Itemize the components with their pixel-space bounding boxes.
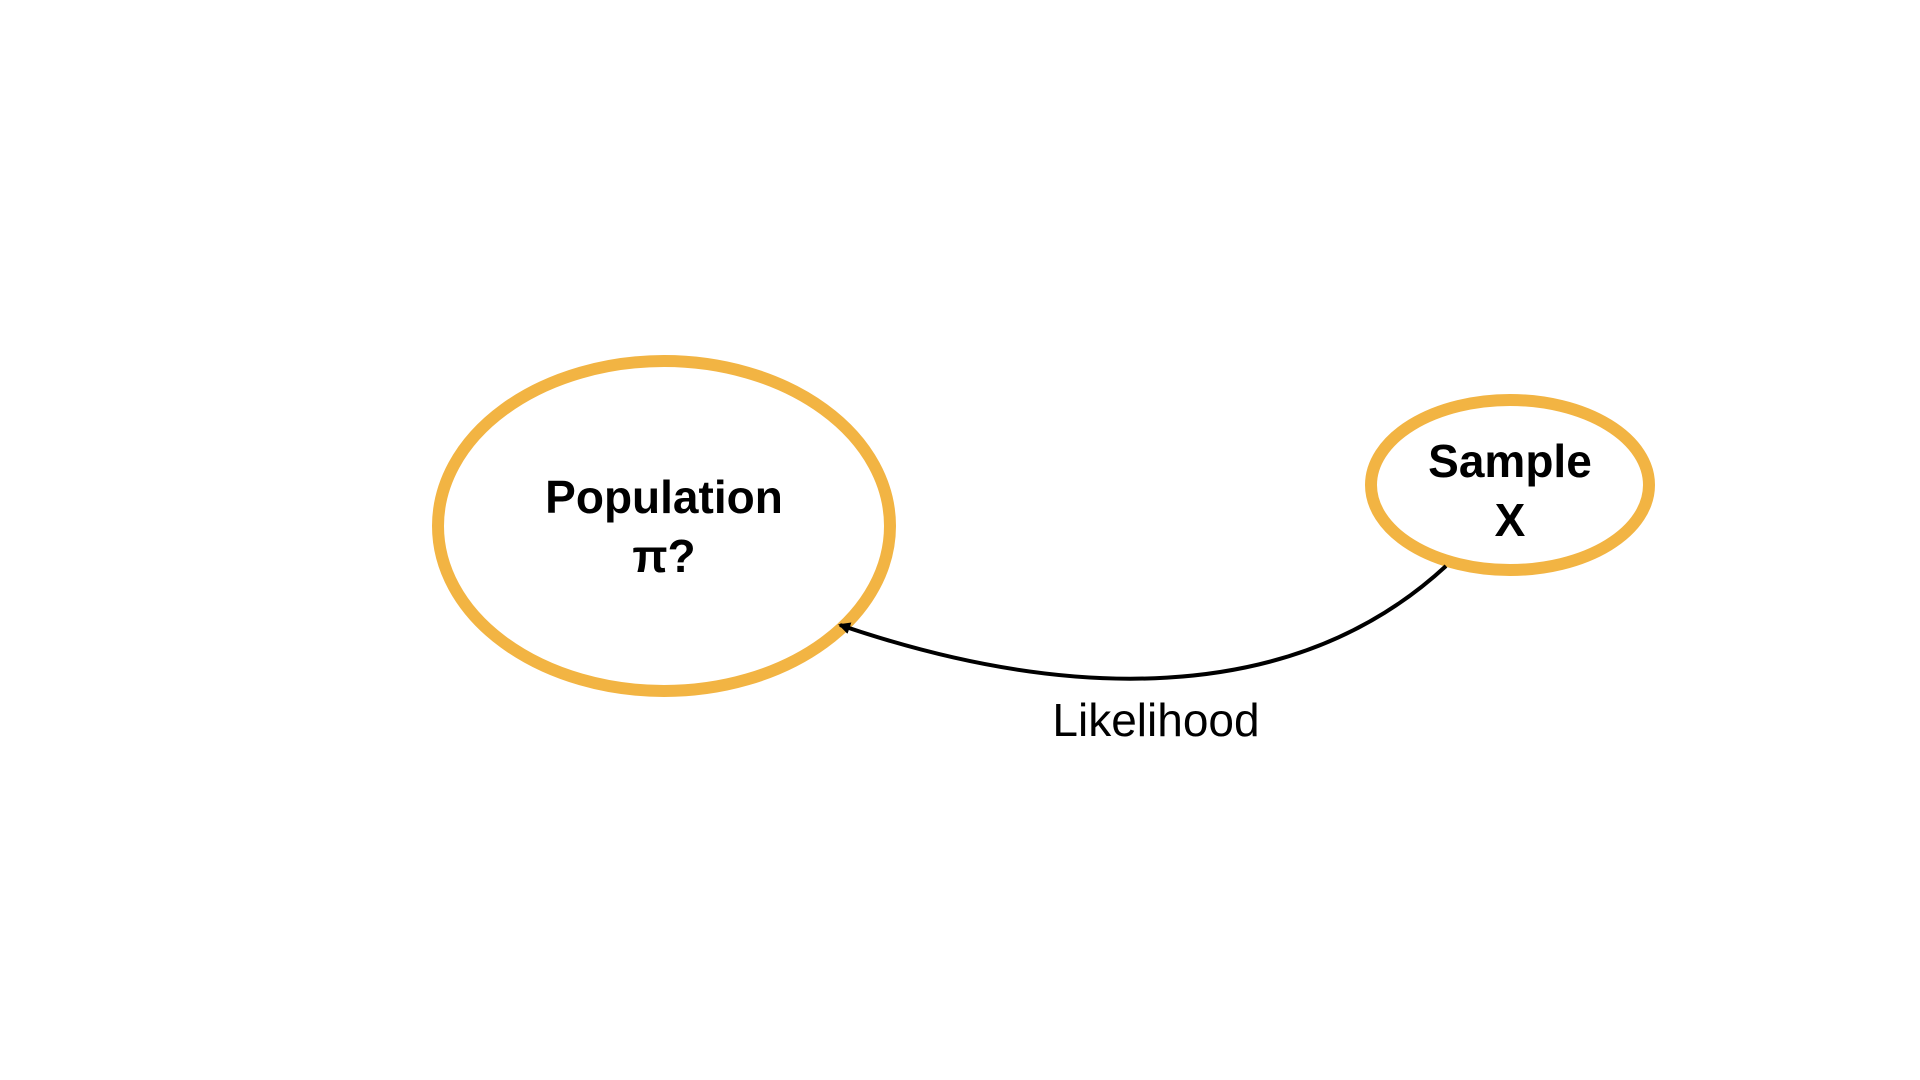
likelihood-edge: Likelihood — [838, 564, 1448, 746]
population-parameter: π? — [632, 530, 695, 582]
population-label: Population — [545, 471, 783, 523]
likelihood-arrow — [838, 564, 1448, 681]
population-node[interactable]: Population π? — [432, 355, 896, 697]
sample-label: Sample — [1428, 435, 1592, 487]
likelihood-label: Likelihood — [1052, 694, 1259, 746]
sample-ellipse — [1365, 394, 1655, 576]
sample-variable: X — [1495, 494, 1526, 546]
sample-node[interactable]: Sample X — [1365, 394, 1655, 576]
population-ellipse — [432, 355, 896, 697]
